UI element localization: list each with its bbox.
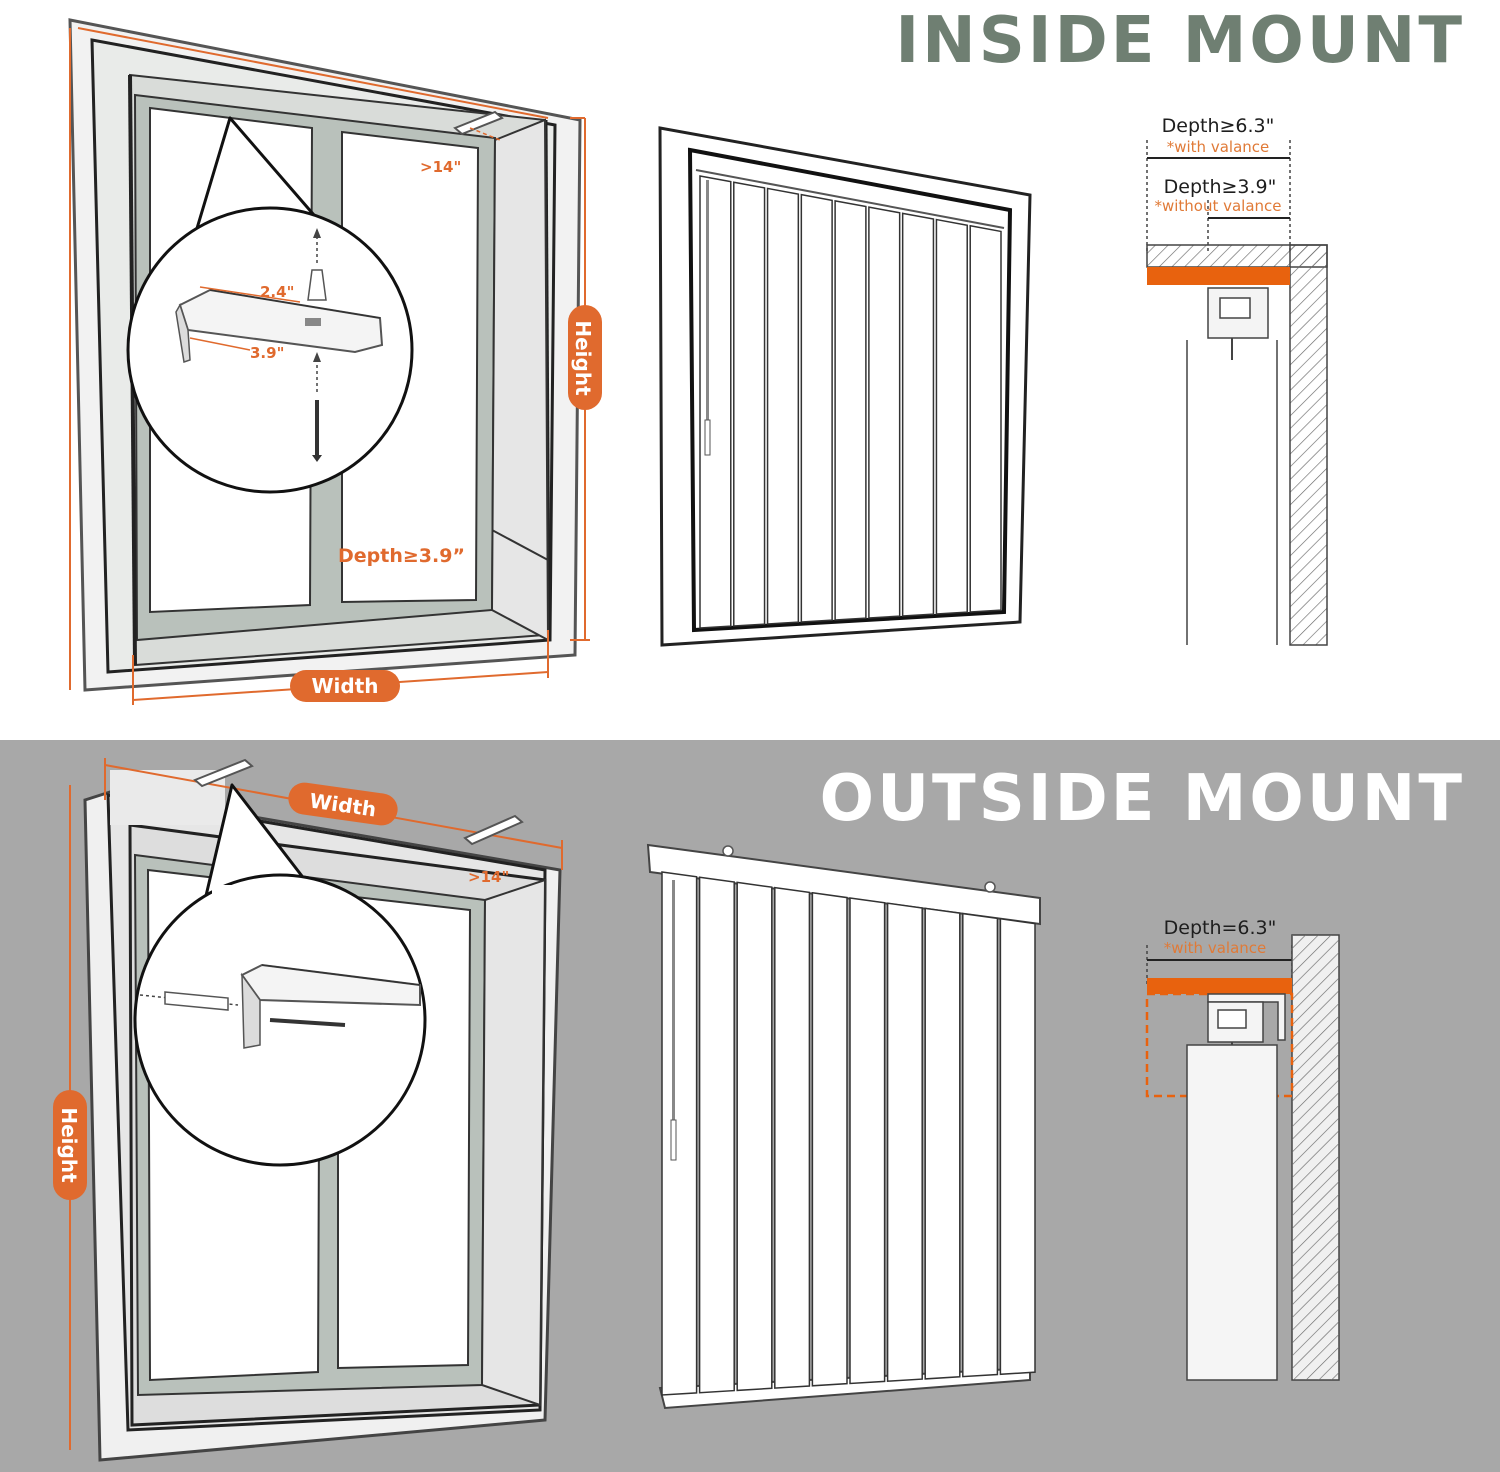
inside-mount-heading: INSIDE MOUNT (895, 4, 1465, 78)
outside-vane (886, 902, 923, 1382)
outside-vane (661, 871, 698, 1396)
inside-depth-with-label: Depth≥6.3" (1162, 115, 1275, 137)
headrail-bracket-icon (1207, 287, 1269, 360)
outside-bracket-right-icon (463, 814, 524, 846)
bracket-detail-icon (175, 288, 384, 363)
outside-vane (774, 886, 811, 1389)
inside-blind-illustration (658, 126, 1032, 647)
outside-vane (962, 912, 999, 1378)
outside-bracket-callout (133, 783, 427, 1167)
outside-headrail-bracket-icon (1207, 993, 1286, 1062)
outside-vane (999, 917, 1036, 1376)
inside-vane (935, 218, 968, 615)
outside-vane (811, 891, 848, 1387)
side-bracket-detail-icon (240, 963, 421, 1049)
anchor-icon (307, 228, 327, 301)
outside-blind-illustration (646, 843, 1041, 1410)
outside-vane (698, 876, 735, 1394)
inside-bracket-callout: 2.4" 3.9" (126, 116, 414, 494)
outside-depth-with-label: Depth=6.3" (1164, 917, 1277, 939)
outside-blind-vanes (661, 871, 1036, 1396)
screw-icon (312, 352, 322, 462)
inside-vane (969, 224, 1002, 613)
svg-text:Width: Width (311, 674, 378, 698)
inside-height-badge: Height (568, 305, 602, 410)
inside-width-badge: Width (290, 670, 400, 702)
inside-vane (733, 181, 766, 627)
outside-height-badge: Height (53, 1090, 87, 1200)
inside-vane (800, 193, 833, 623)
inside-vane (868, 206, 901, 619)
inside-bracket-gap-label: >14" (420, 158, 461, 176)
inside-with-valance-note: *with valance (1167, 138, 1270, 156)
inside-vane (766, 187, 800, 625)
svg-text:Height: Height (571, 320, 595, 396)
inside-blind-vanes (699, 175, 1002, 629)
bracket-depth-label: 3.9" (250, 344, 284, 362)
inside-vane (834, 199, 867, 621)
outside-vane (849, 897, 886, 1385)
bracket-icon (453, 110, 504, 136)
inside-without-valance-note: *without valance (1154, 197, 1281, 215)
outside-bracket-left-icon (193, 758, 254, 788)
outside-width-badge: Width (288, 782, 398, 826)
inside-vane (901, 212, 935, 617)
outside-vane (924, 907, 961, 1380)
inside-section-diagram: Depth≥6.3" *with valance Depth≥3.9" *wit… (1146, 115, 1328, 646)
outside-with-valance-note: *with valance (1164, 939, 1267, 957)
outside-vane (736, 881, 773, 1392)
inside-depth-without-label: Depth≥3.9" (1164, 176, 1277, 198)
wall-anchor-icon (139, 991, 346, 1027)
bracket-length-label: 2.4" (260, 283, 294, 301)
inside-depth-label: Depth≥3.9” (338, 545, 465, 567)
outside-mount-heading: OUTSIDE MOUNT (820, 762, 1465, 836)
outside-bracket-gap-label: >14" (468, 868, 509, 886)
inside-vane (699, 175, 732, 629)
svg-text:Height: Height (57, 1107, 81, 1183)
outside-section-diagram: Depth=6.3" *with valance (1145, 917, 1340, 1381)
